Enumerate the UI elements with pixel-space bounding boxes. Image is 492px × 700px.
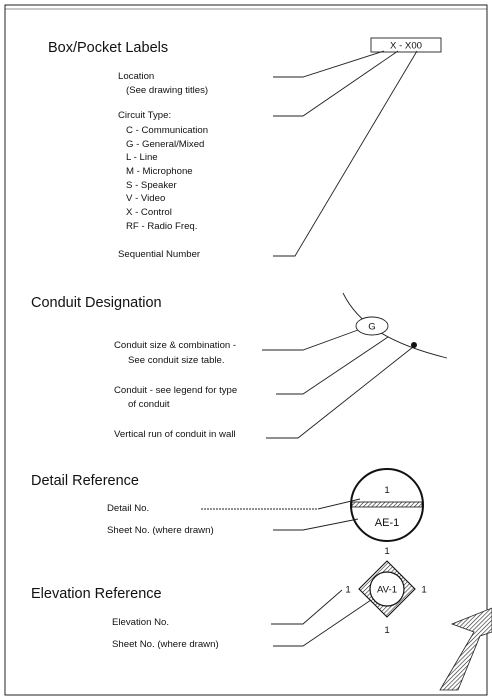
vertical-run-text: Vertical run of conduit in wall [114,429,236,440]
circuit-type-item: C - Communication [126,125,208,136]
box-pocket-heading: Box/Pocket Labels [48,40,168,56]
elevation-right-value: 1 [421,585,426,596]
elevation-top-value: 1 [384,546,389,557]
leader-conduit-size [262,329,359,351]
elevation-left-value: 1 [345,585,350,596]
detail-leaders [201,498,361,531]
circuit-type-label: Circuit Type: [118,110,171,121]
detail-number-value: 1 [384,485,389,496]
elevation-sheet-label: Sheet No. (where drawn) [112,639,219,650]
location-label: Location [118,71,154,82]
conduit-heading: Conduit Designation [31,295,162,311]
leader-sequential [273,50,418,257]
detail-sheet-value: AE-1 [375,517,399,529]
watermark-graphic [439,607,492,691]
vertical-run-dot [411,342,417,348]
conduit-size-symbol [355,316,389,336]
conduit-leaders [262,329,414,439]
leader-location [273,50,385,78]
conduit-size-text-1: Conduit size & combination - [114,340,236,351]
leader-vertical-run [266,346,414,439]
leader-conduit-type [276,336,389,395]
elevation-leaders [271,589,372,647]
box-label-tag: X - X00 [390,41,422,52]
conduit-type-text-2: of conduit [128,399,170,410]
conduit-symbol-letter: G [368,322,375,333]
elevation-heading: Elevation Reference [31,586,162,602]
elevation-no-label: Elevation No. [112,617,169,628]
sequential-number-label: Sequential Number [118,249,201,260]
box-label-leaders [273,50,418,257]
elevation-center-value: AV-1 [377,585,397,596]
elevation-circle [369,571,405,607]
circuit-type-item: V - Video [126,193,165,204]
circuit-type-item: M - Microphone [126,166,193,177]
detail-divider-bar [351,501,423,508]
conduit-size-text-2: See conduit size table. [128,355,225,366]
circuit-type-item: S - Speaker [126,180,177,191]
leader-detail-no-tip [317,498,361,510]
leader-elevation-no [271,589,343,625]
elevation-bottom-value: 1 [384,625,389,636]
location-note: (See drawing titles) [126,85,208,96]
circuit-type-item: X - Control [126,207,172,218]
circuit-type-list: C - Communication G - General/Mixed L - … [126,125,208,232]
conduit-type-text-1: Conduit - see legend for type [114,385,237,396]
circuit-type-item: L - Line [126,152,158,163]
circuit-type-item: RF - Radio Freq. [126,221,197,232]
detail-no-label: Detail No. [107,503,149,514]
detail-heading: Detail Reference [31,473,139,489]
leader-elevation-sheet [273,599,372,647]
leader-detail-sheet [273,518,359,531]
leader-circuit-type [273,50,399,117]
sheet-border [4,4,488,696]
box-label-tag-frame [370,37,442,53]
detail-sheet-label: Sheet No. (where drawn) [107,525,214,536]
circuit-type-item: G - General/Mixed [126,139,204,150]
